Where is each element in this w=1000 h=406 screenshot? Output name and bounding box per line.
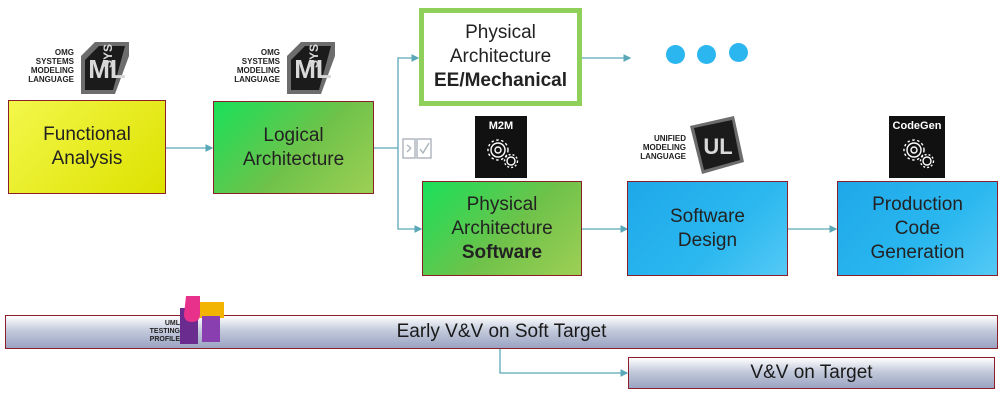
- arrow-early-to-target: [499, 349, 629, 377]
- sysml-mark-icon: ML SYS: [287, 42, 335, 94]
- codegen-tile: CodeGen: [889, 116, 945, 178]
- svg-text:SYS: SYS: [307, 44, 321, 68]
- arrow-to-physical-ee: [397, 54, 420, 148]
- svg-text:ML: ML: [294, 54, 332, 84]
- utp-mark-icon: [180, 296, 224, 344]
- gears-icon: [903, 139, 935, 169]
- svg-text:SYS: SYS: [101, 44, 115, 68]
- svg-text:ML: ML: [88, 54, 126, 84]
- early-vv-band: Early V&V on Soft Target: [5, 315, 998, 349]
- production-code-generation-box: Production Code Generation: [837, 181, 998, 276]
- uml-mark-icon: UL: [690, 116, 744, 174]
- svg-text:UL: UL: [703, 134, 732, 159]
- logical-architecture-box: Logical Architecture: [213, 101, 374, 194]
- checklist-icon: [402, 138, 432, 159]
- physical-architecture-ee-box: Physical Architecture EE/Mechanical: [419, 8, 582, 106]
- arrow-to-physical-sw: [397, 148, 423, 233]
- m2m-tile: M2M: [475, 116, 527, 178]
- gears-icon: [487, 139, 519, 169]
- functional-analysis-box: Functional Analysis: [8, 100, 166, 194]
- vv-on-target-band: V&V on Target: [628, 357, 995, 389]
- sysml-mark-icon: ML SYS: [81, 42, 129, 94]
- physical-architecture-software-box: Physical Architecture Software: [422, 181, 582, 276]
- software-design-box: Software Design: [627, 181, 788, 276]
